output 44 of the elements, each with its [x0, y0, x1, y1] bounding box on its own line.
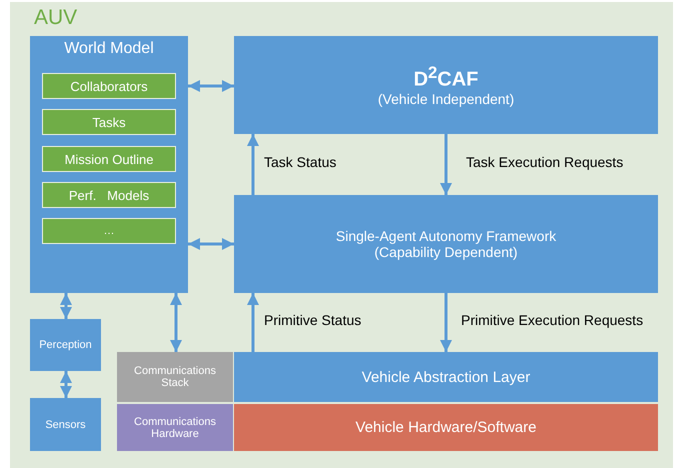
world-model-panel	[30, 36, 188, 293]
box-subtitle: (Vehicle Independent)	[378, 91, 514, 108]
panel-title: World Model	[64, 40, 154, 58]
box-label: Vehicle Abstraction Layer	[362, 368, 530, 386]
box-label: Single-Agent Autonomy Framework (Capability Dependent)	[334, 228, 558, 260]
double-arrow	[60, 293, 72, 319]
framework-box	[234, 36, 658, 134]
mission-outline-box	[42, 146, 176, 172]
communications-stack-box	[117, 352, 233, 402]
box-title: D$^{2}$CAF	[414, 62, 478, 92]
box-label: Collaborators	[70, 78, 148, 94]
collaborators-box	[42, 73, 176, 99]
outer-panel	[10, 2, 673, 468]
box-label: Perception	[39, 339, 92, 351]
box-label: Communications Hardware	[133, 416, 217, 440]
arrow	[247, 134, 259, 195]
arrow	[440, 293, 452, 352]
box-label: Sensors	[45, 418, 86, 430]
sensors-box	[30, 398, 101, 451]
double-arrow	[188, 80, 234, 92]
arrow	[247, 293, 259, 352]
abstraction-layer-box	[234, 352, 658, 402]
perception-box	[30, 319, 101, 371]
double-arrow	[188, 238, 234, 250]
edge-label: Primitive Status	[262, 312, 364, 328]
edge-label: Task Execution Requests	[464, 154, 626, 170]
communications-hardware-box	[117, 404, 233, 451]
edge-label: Primitive Execution Requests	[459, 312, 646, 328]
box-label: Tasks	[92, 114, 126, 130]
box-label: Communications Stack	[133, 365, 217, 389]
tasks-box	[42, 109, 176, 135]
box-label: Perf. Models	[68, 188, 150, 202]
double-arrow	[60, 371, 72, 398]
autonomy-framework-box	[234, 195, 658, 293]
panel-title: AUV	[34, 6, 78, 30]
box-label: …	[104, 225, 114, 237]
arrow	[440, 134, 452, 195]
hardware-software-box	[234, 404, 658, 451]
box-label: Vehicle Hardware/Software	[356, 419, 536, 436]
edge-label: Task Status	[262, 154, 338, 170]
more-box	[42, 218, 176, 244]
models-box	[42, 182, 176, 208]
double-arrow	[170, 293, 182, 352]
box-label: Mission Outline	[64, 152, 154, 166]
